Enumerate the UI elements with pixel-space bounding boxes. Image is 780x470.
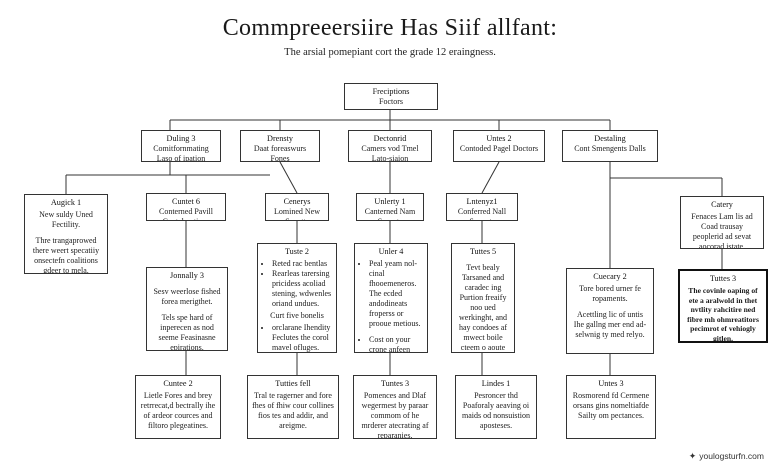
diagram-title: Commpreeersiire Has Siif allfant:: [222, 15, 558, 41]
node-l4-tuntes: Tuntes 3 Pomences and Dlaf wegermest by …: [353, 375, 437, 439]
node-title: Tuttes 5: [469, 247, 497, 256]
node-l1-untes: Untes 2 Contoded Pagel Doctors: [453, 130, 545, 162]
node-body-extra: Tels spe hard of inperecen as nod seeme …: [158, 313, 216, 351]
node-body: Conterned Pavill Contel potions: [159, 207, 213, 220]
sparkle-icon: ✦: [688, 451, 697, 461]
node-title: Dectonrid: [373, 134, 407, 143]
node-title: Lindes 1: [481, 379, 511, 388]
node-body: Lomined New Spentts: [274, 207, 320, 220]
list-item: Cost on your crone anfeen fion of and pr…: [369, 335, 423, 352]
node-l3-cuecary: Cuecary 2 Tore bored urner fe ropaments.…: [566, 268, 654, 354]
node-title: Tutties fell: [275, 379, 311, 388]
node-body: Sesv weerlose fished forea merigthet.: [153, 287, 221, 307]
node-body-extra: Thre trangaprowed there weert specatiiy …: [32, 236, 100, 274]
node-body: Comitfornmating Laso of ipation: [153, 144, 209, 162]
node-l1-duling: Duling 3 Comitfornmating Laso of ipation: [141, 130, 221, 162]
node-title: Cuntet 6: [172, 197, 200, 206]
node-body-extra: Acettling lic of untis Ihe gallng mer en…: [573, 310, 647, 340]
node-body: Conferred Nall Supents: [457, 207, 507, 220]
list-item: Rearleas tarersing pricidess acoliad ste…: [272, 269, 332, 309]
list-item: Peal yeam nol-cinal fhooemeneros. The ec…: [369, 259, 423, 329]
node-body: Camers vod Tmel Lato-siaion: [361, 144, 419, 162]
node-l2-unlerty: Unlerty 1 Canterned Nam Sporots: [356, 193, 424, 221]
node-l2-augick: Augick 1 New suldy Uned Fectility. Thre …: [24, 194, 108, 274]
diagram-subtitle: The arsial pomepiant cort the grade 12 e…: [284, 47, 496, 58]
bullet-list: Peal yeam nol-cinal fhooemeneros. The ec…: [359, 259, 423, 352]
node-title: Jonnally 3: [170, 271, 204, 280]
node-l3-unler: Unler 4 Peal yeam nol-cinal fhooemeneros…: [354, 243, 428, 353]
node-l2-cenerys: Cenerys Lomined New Spentts: [265, 193, 329, 221]
node-title: Untes 2: [486, 134, 512, 143]
node-title: Tuntes 3: [380, 379, 410, 388]
node-title: Lntenyz1: [466, 197, 498, 206]
node-body: Lietle Fores and brey retrrecat,d bectra…: [140, 391, 216, 431]
node-body: Daat foreaswurs Fones: [253, 144, 307, 162]
node-body: Contoded Pagel Doctors: [459, 144, 539, 154]
watermark-text: youlogsturfn.com: [699, 451, 764, 461]
node-title: Drensty: [267, 134, 293, 143]
node-body: Pomences and Dlaf wegermest by paraar co…: [361, 391, 429, 439]
node-title: Destaling: [594, 134, 626, 143]
node-l1-dectonrid: Dectonrid Camers vod Tmel Lato-siaion: [348, 130, 432, 162]
node-l2-cuntet: Cuntet 6 Conterned Pavill Contel potions: [146, 193, 226, 221]
node-body: Cont Smengents Dalls: [574, 144, 646, 154]
node-body: Pesroncer thd Poaforaly aeaving oi maids…: [461, 391, 530, 431]
node-title: Cuntee 2: [163, 379, 193, 388]
watermark: ✦youlogsturfn.com: [689, 451, 764, 462]
node-body: Canterned Nam Sporots: [364, 207, 416, 220]
node-title: Unler 4: [378, 247, 404, 256]
node-body: Foctors: [379, 97, 403, 107]
node-title: Unlerty 1: [374, 197, 406, 206]
node-l1-drensty: Drensty Daat foreaswurs Fones: [240, 130, 320, 162]
node-title: Catery: [711, 200, 733, 209]
node-body: The covinle oaping of ete a aralwold in …: [687, 286, 759, 343]
node-l1-destaling: Destaling Cont Smengents Dalls: [562, 130, 658, 162]
node-l4-untes3: Untes 3 Rosmorend fd Cermene orsans gins…: [566, 375, 656, 439]
bullet-list: orclarane Ihendity Feclutes the corol ma…: [262, 323, 332, 352]
list-item: orclarane Ihendity Feclutes the corol ma…: [272, 323, 332, 352]
node-body: Fenaces Lam lis ad Coad trausay peopleri…: [691, 212, 753, 249]
node-l2-lntenyz: Lntenyz1 Conferred Nall Supents: [446, 193, 518, 221]
node-l4-lindes: Lindes 1 Pesroncer thd Poaforaly aeaving…: [455, 375, 537, 439]
node-l4-cuntee: Cuntee 2 Lietle Fores and brey retrrecat…: [135, 375, 221, 439]
node-title: Untes 3: [598, 379, 624, 388]
node-body-extra: Curt five bonelis: [270, 311, 324, 321]
node-body: Tral te ragerner and fore fhes of fhiw c…: [252, 391, 334, 431]
node-title: Cuecary 2: [593, 272, 627, 281]
node-l2-catery: Catery Fenaces Lam lis ad Coad trausay p…: [680, 196, 764, 249]
node-title: Duling 3: [166, 134, 196, 143]
node-l3-tuste: Tuste 2 Reted rac bentlas Rearleas tarer…: [257, 243, 337, 353]
node-l3-tuttes3: Tuttes 3 The covinle oaping of ete a ara…: [678, 269, 768, 343]
node-title: Cenerys: [283, 197, 311, 206]
node-title: Freciptions: [372, 87, 410, 96]
bullet-list: Reted rac bentlas Rearleas tarersing pri…: [262, 259, 332, 309]
node-body: Rosmorend fd Cermene orsans gins nomelti…: [572, 391, 650, 421]
node-l3-tuttes5: Tuttes 5 Tevt bealy Tarsaned and caradec…: [451, 243, 515, 353]
list-item: Reted rac bentlas: [272, 259, 332, 269]
node-l4-tutties: Tutties fell Tral te ragerner and fore f…: [247, 375, 339, 439]
node-root: Freciptions Foctors: [344, 83, 438, 110]
node-body: Tore bored urner fe ropaments.: [579, 284, 641, 304]
node-body: New suldy Uned Fectility.: [39, 210, 93, 230]
node-title: Tuttes 3: [709, 274, 737, 283]
node-title: Tuste 2: [284, 247, 310, 256]
node-l3-jonnally: Jonnally 3 Sesv weerlose fished forea me…: [146, 267, 228, 351]
node-title: Augick 1: [50, 198, 82, 207]
node-body: Tevt bealy Tarsaned and caradec ing Purt…: [459, 263, 507, 353]
